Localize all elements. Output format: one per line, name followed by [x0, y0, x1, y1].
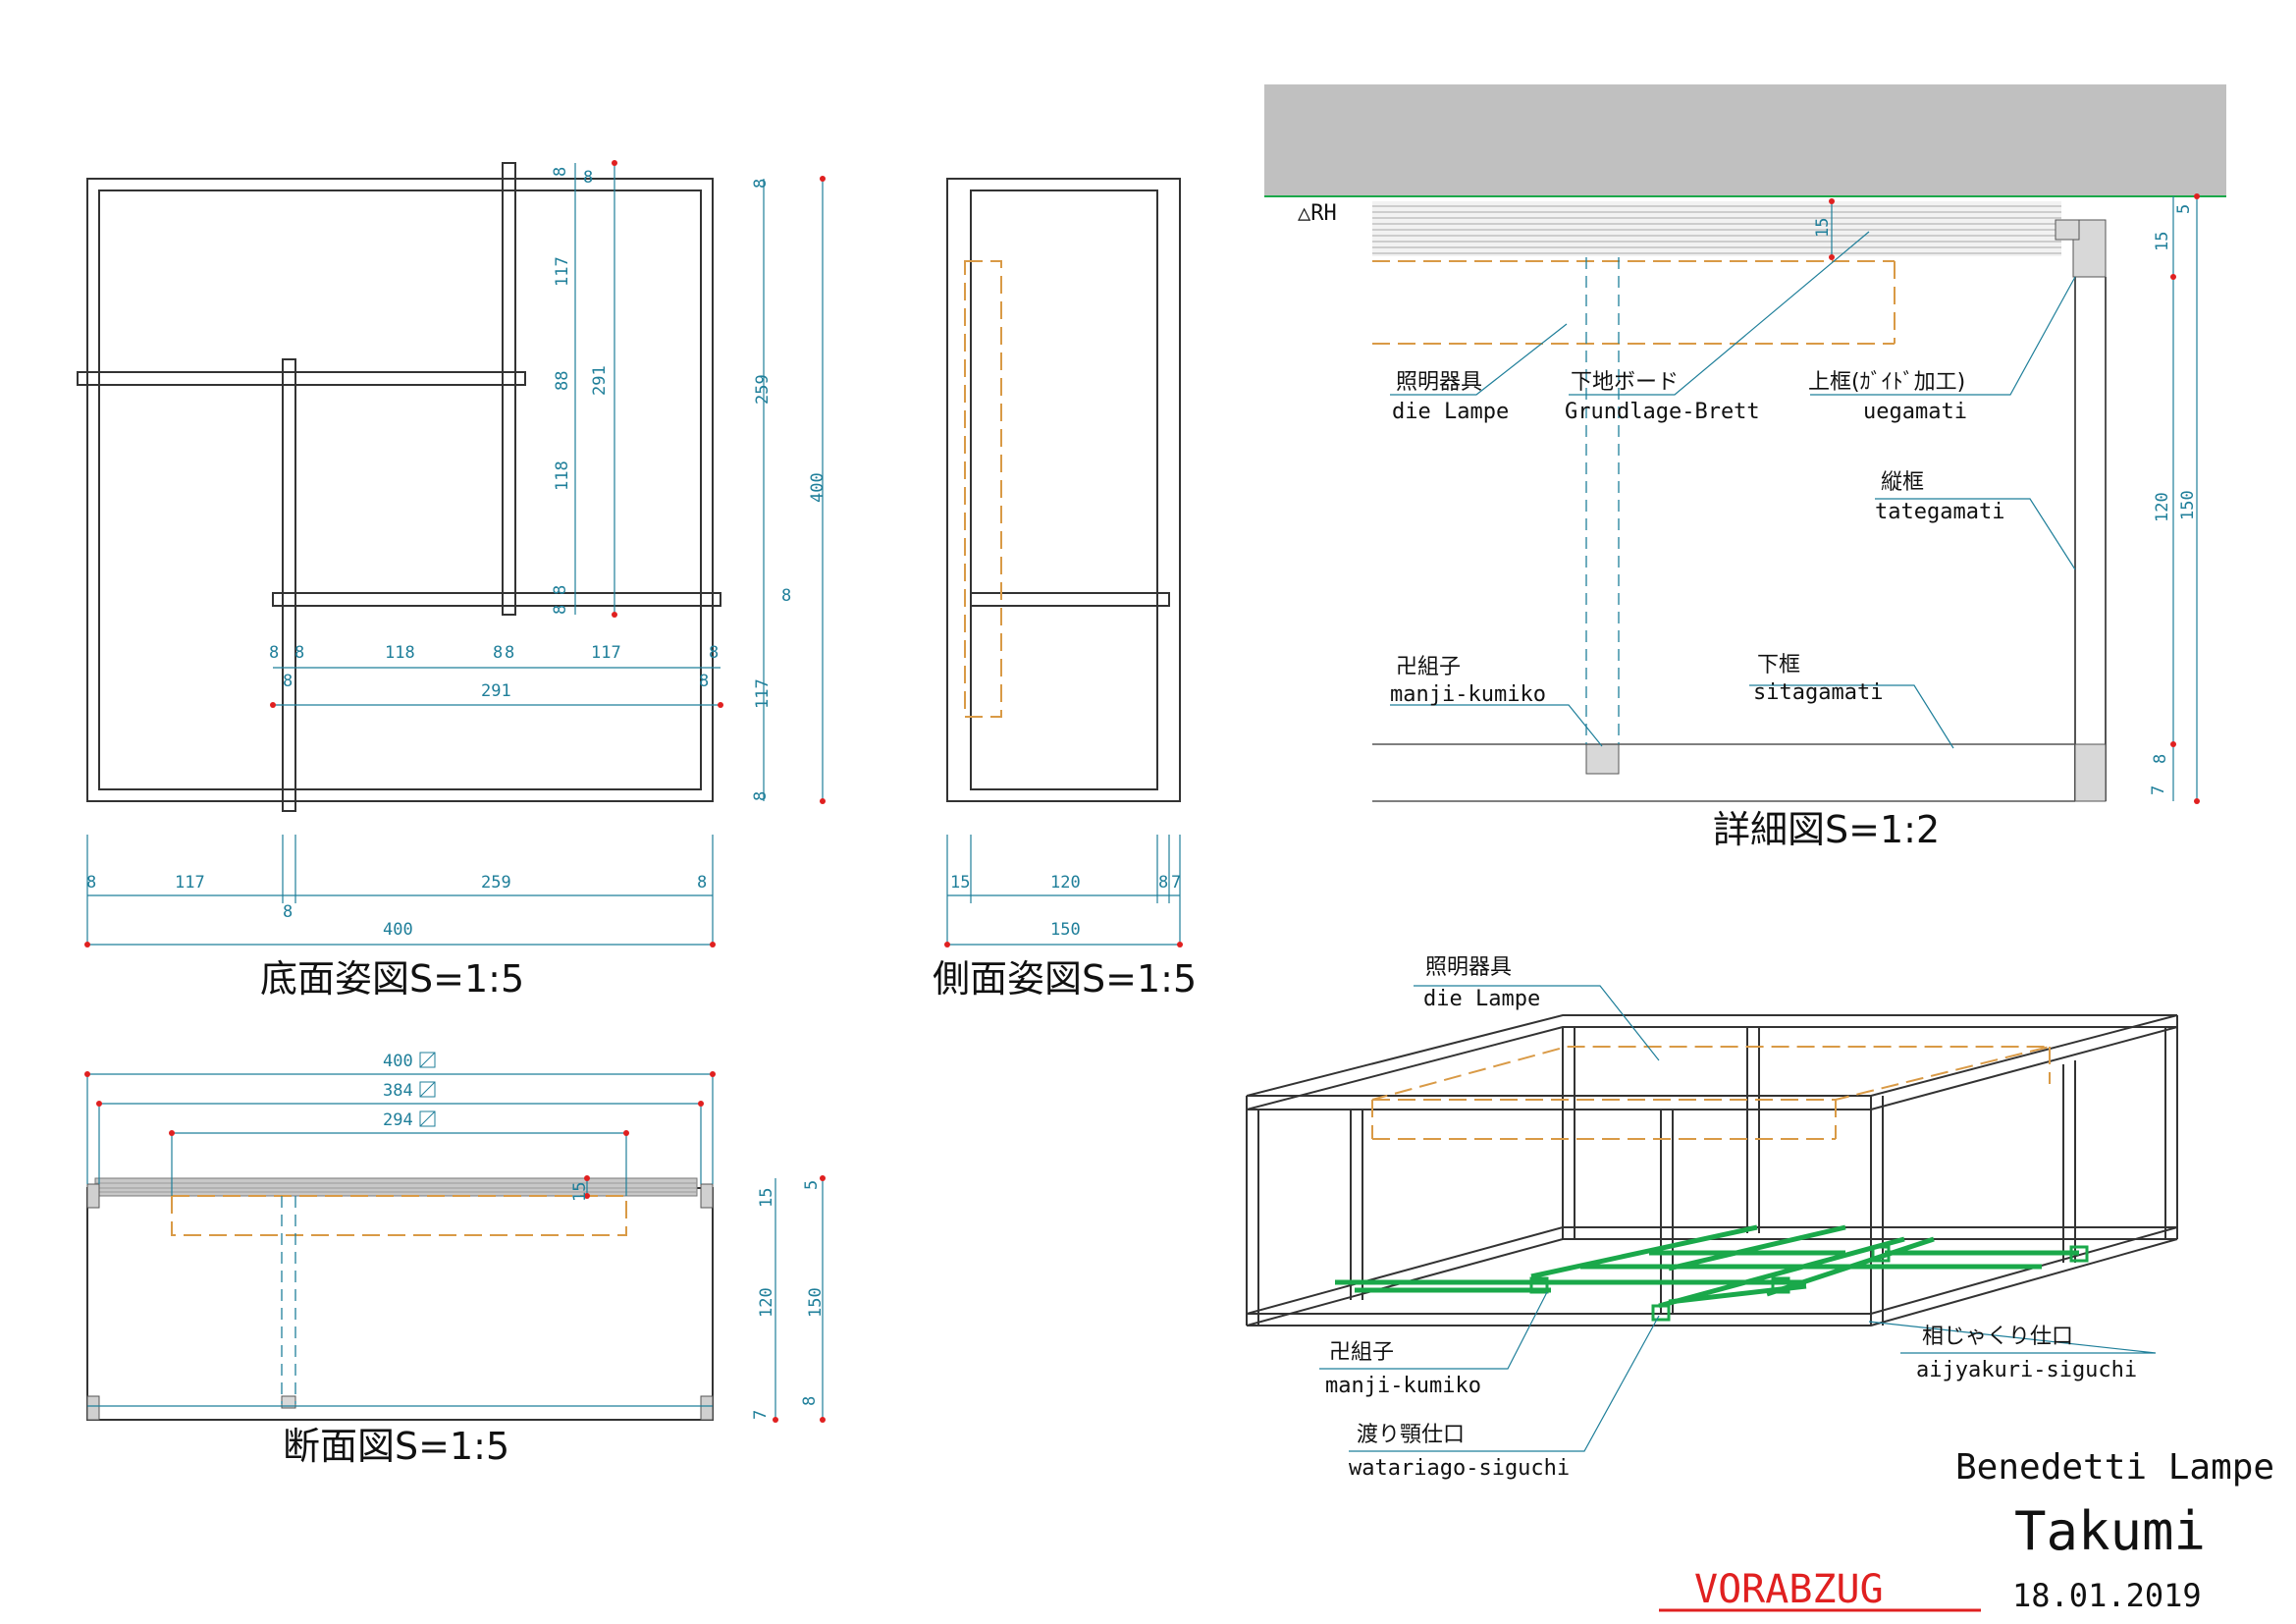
dim-h118: 118: [385, 643, 415, 663]
dim-v117: 117: [553, 256, 572, 287]
dim-r8a: 8: [751, 179, 771, 189]
dim-s7: 7: [1171, 873, 1181, 893]
caption-bottom-view: 底面姿図S=1:5: [260, 957, 524, 1001]
dim-s15: 15: [950, 873, 970, 893]
detail-label-tategamati-de: tategamati: [1875, 500, 2004, 524]
detail-dim-150: 150: [2178, 490, 2198, 520]
section-view: [84, 1071, 826, 1423]
bottom-view-dimensions: [84, 160, 826, 947]
dim-b117: 117: [175, 873, 205, 893]
detail-label-kumiko-de: manji-kumiko: [1390, 682, 1546, 707]
section-view-dim-texts: 400 384 294 15 15 5 120 150 7 8: [383, 1052, 826, 1420]
dim-h8b: 8: [294, 643, 304, 663]
caption-section-view: 断面図S=1:5: [283, 1425, 509, 1468]
detail-dim-15a: 15: [1813, 218, 1833, 238]
dim-v8c: 8: [551, 585, 570, 595]
detail-label-lamp-jp: 照明器具: [1396, 370, 1482, 395]
dim-s150: 150: [1050, 920, 1081, 940]
dim-v118: 118: [553, 460, 572, 491]
dim-w294: 294: [383, 1110, 413, 1130]
dim-w384: 384: [383, 1081, 413, 1101]
detail-view-labels: 15 5 15 120 150 8 7 照明器具 die Lampe 下地ボード…: [1390, 204, 2198, 795]
dim-d15: 15: [570, 1182, 590, 1202]
side-view: [944, 178, 1183, 947]
dim-h117: 117: [591, 643, 621, 663]
detail-label-board-de: Grundlage-Brett: [1565, 400, 1760, 424]
dim-r15: 15: [757, 1188, 776, 1208]
iso-label-lamp-de: die Lampe: [1423, 987, 1540, 1011]
dim-h291: 291: [481, 681, 511, 701]
detail-label-sitagamati-de: sitagamati: [1753, 680, 1883, 705]
iso-label-watariago-de: watariago-siguchi: [1349, 1456, 1570, 1481]
side-view-dim-texts: 15 120 8 7 150: [950, 873, 1181, 940]
stamp-vorabzug: VORABZUG: [1694, 1567, 1884, 1612]
iso-label-kumiko-jp: 卍組子: [1329, 1340, 1394, 1365]
iso-label-watariago-jp: 渡り顎仕口: [1357, 1423, 1465, 1447]
dim-r8c: 8: [751, 791, 771, 801]
detail-label-sitagamati-jp: 下框: [1757, 653, 1800, 677]
dim-h88b: 8: [505, 643, 514, 663]
rh-label: △RH: [1298, 201, 1337, 226]
dim-r259: 259: [753, 374, 773, 405]
dim-r117: 117: [753, 678, 773, 709]
dim-v8d: 8: [551, 605, 570, 615]
project-title: Benedetti Lampe: [1955, 1447, 2274, 1488]
detail-label-lamp-de: die Lampe: [1392, 400, 1509, 424]
dim-b8mid: 8: [283, 902, 293, 922]
dim-b8a: 8: [86, 873, 96, 893]
dim-b400: 400: [383, 920, 413, 940]
bottom-view: [77, 162, 721, 812]
dim-v88: 88: [553, 371, 572, 391]
detail-dim-5: 5: [2174, 204, 2194, 214]
dim-r8b: 8: [781, 586, 791, 606]
dim-r150: 150: [806, 1287, 826, 1318]
detail-dim-7: 7: [2149, 785, 2168, 795]
caption-detail-view: 詳細図S=1:2: [1713, 808, 1940, 851]
date: 18.01.2019: [2012, 1577, 2202, 1614]
dim-h8e: 8: [709, 643, 719, 663]
detail-label-kumiko-jp: 卍組子: [1396, 655, 1461, 679]
dim-b8b: 8: [697, 873, 707, 893]
detail-label-tategamati-jp: 縦框: [1881, 470, 1924, 495]
dim-s8: 8: [1158, 873, 1168, 893]
dim-h88: 8: [493, 643, 503, 663]
ceiling: [1264, 84, 2226, 196]
dim-b259: 259: [481, 873, 511, 893]
dim-w400: 400: [383, 1052, 413, 1071]
isometric-view: [1246, 985, 2178, 1452]
dim-r5: 5: [802, 1180, 822, 1190]
detail-label-board-jp: 下地ボード: [1571, 370, 1679, 395]
caption-side-view: 側面姿図S=1:5: [933, 957, 1197, 1001]
dim-r8: 8: [800, 1396, 820, 1406]
detail-label-uegamati-jp: 上框(ｶﾞｲﾄﾞ加工): [1808, 370, 1965, 395]
detail-dim-120: 120: [2153, 492, 2172, 522]
detail-label-uegamati-de: uegamati: [1863, 400, 1967, 424]
dim-top-8a: 8: [551, 167, 570, 177]
bottom-view-dim-texts: 8 117 291 88 118 8 8 8 8 8 118 8 8 117 8…: [86, 167, 828, 940]
detail-dim-8: 8: [2151, 754, 2170, 764]
dim-v291: 291: [590, 365, 610, 396]
isometric-view-labels: 照明器具 die Lampe 卍組子 manji-kumiko 渡り顎仕口 wa…: [1325, 955, 2137, 1481]
iso-label-kumiko-de: manji-kumiko: [1325, 1374, 1481, 1398]
title-block: Benedetti Lampe Takumi VORABZUG 18.01.20…: [1659, 1447, 2274, 1614]
dim-r7: 7: [751, 1410, 771, 1420]
detail-dim-15b: 15: [2153, 232, 2172, 251]
iso-label-aijyakuri-de: aijyakuri-siguchi: [1916, 1358, 2137, 1382]
author-name: Takumi: [2014, 1500, 2206, 1562]
detail-view: △RH: [1264, 84, 2226, 804]
dim-s120: 120: [1050, 873, 1081, 893]
iso-label-lamp-jp: 照明器具: [1425, 955, 1512, 980]
iso-label-aijyakuri-jp: 相じゃくり仕口: [1922, 1325, 2073, 1349]
dim-h8g: 8: [699, 672, 709, 691]
dim-h8a: 8: [269, 643, 279, 663]
dim-top-8b: 8: [583, 168, 593, 188]
dim-r400: 400: [808, 472, 828, 503]
dim-r120: 120: [757, 1287, 776, 1318]
dim-h8f: 8: [283, 672, 293, 691]
